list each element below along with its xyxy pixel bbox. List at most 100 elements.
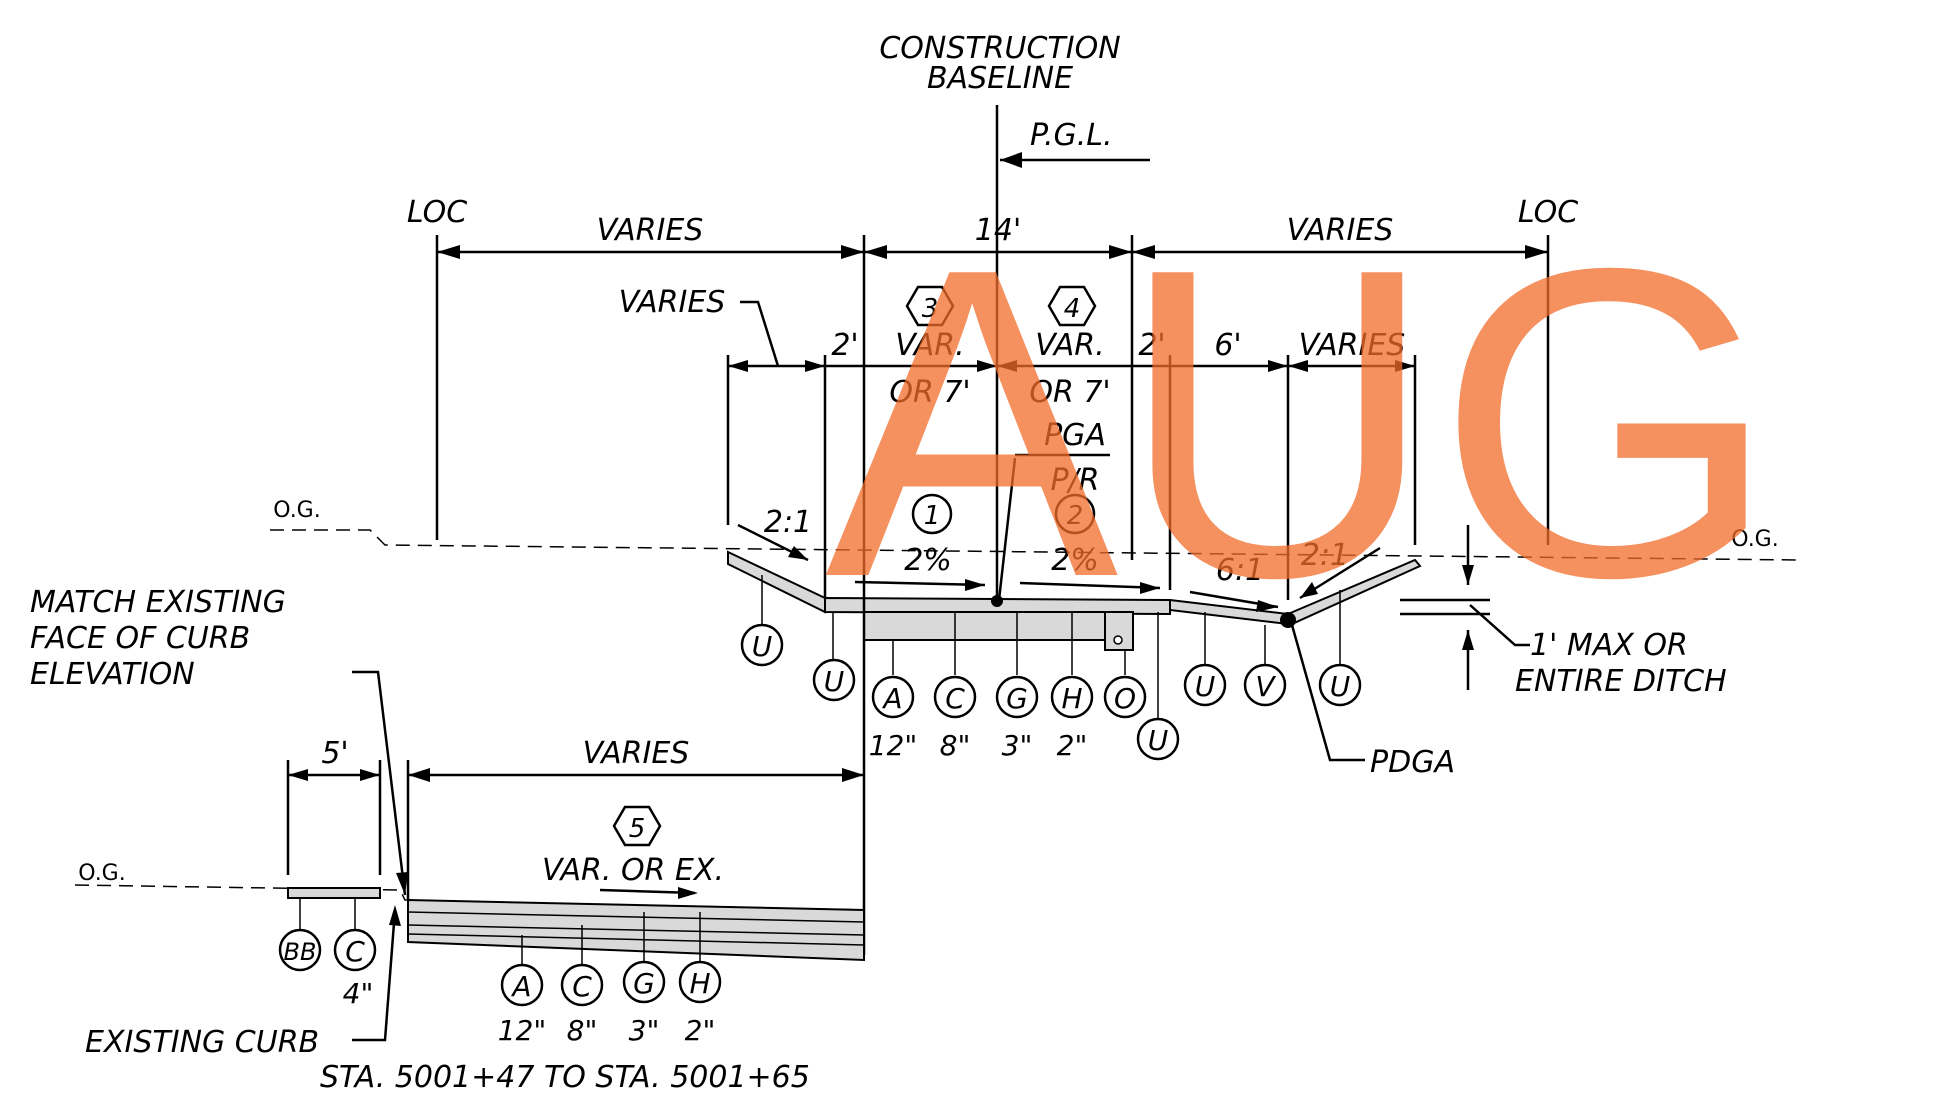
thickness-lower-12: 12" (498, 1014, 547, 1047)
arrow (1132, 245, 1155, 259)
pga-point (991, 595, 1003, 607)
varies-lower: VARIES (583, 736, 690, 771)
thickness-lower-8: 8" (567, 1014, 598, 1047)
pdga-callout: PDGA (1290, 624, 1455, 780)
bubble-o: O (1103, 675, 1147, 719)
layer-line (407, 933, 865, 946)
arrow (396, 872, 408, 895)
thickness-lower-2: 2" (685, 1014, 716, 1047)
svg-text:O: O (1114, 682, 1136, 715)
pr-label: P/R (1050, 463, 1099, 498)
arrow (977, 360, 997, 372)
loc-lines: LOC LOC (407, 195, 1578, 545)
varies-right: VARIES (1299, 328, 1406, 363)
og-upper-line (270, 529, 1801, 561)
original-ground: O.G. O.G. O.G. (74, 498, 1801, 911)
pdga-leader (1290, 624, 1365, 762)
arrow (788, 546, 808, 560)
arrow (1268, 360, 1288, 372)
bubble-h-lower: H (678, 960, 722, 1004)
watermark: AUG (825, 178, 1778, 669)
thickness-3: 3" (1002, 729, 1033, 762)
arrow (965, 579, 985, 591)
arrow (841, 245, 864, 259)
slope-2-1-left: 2:1 (764, 505, 812, 540)
svg-text:G: G (1006, 682, 1028, 715)
dim-14: 14' (975, 213, 1021, 248)
existing-curb-leader (352, 909, 397, 1042)
bubble-u-4: U (1183, 663, 1227, 707)
slope-arrow (854, 580, 986, 587)
arrow (1395, 360, 1415, 372)
bubble-g-lower: G (622, 960, 666, 1004)
dim-2-right: 2' (1138, 328, 1165, 363)
hex-tag-4: 4 (1047, 285, 1097, 327)
pga-pr: PGA P/R (997, 418, 1110, 601)
thickness-lower-3: 3" (629, 1014, 660, 1047)
svg-text:2: 2 (1067, 501, 1084, 531)
arrow (728, 360, 748, 372)
arrow (408, 768, 430, 782)
max-label-2: ENTIRE DITCH (1515, 664, 1727, 699)
svg-text:G: G (633, 967, 655, 1000)
og-lower-line (74, 884, 866, 911)
arrow (1109, 245, 1132, 259)
circle-tag-2: 2 (1054, 493, 1096, 535)
pdga-label: PDGA (1370, 745, 1455, 780)
svg-text:H: H (689, 967, 710, 1000)
varies-top-right: VARIES (1287, 213, 1394, 248)
dim-2-left: 2' (831, 328, 858, 363)
var-4: VAR. (1035, 328, 1104, 363)
baseline-label: BASELINE (927, 61, 1073, 96)
bubble-u-1: U (740, 623, 784, 667)
og-left-label: O.G. (273, 498, 320, 523)
arrow (288, 769, 308, 781)
var-or-ex: VAR. OR EX. (542, 853, 724, 888)
bubble-c-lower: C (560, 963, 604, 1007)
bubble-a: A (871, 675, 915, 719)
slope-2pct-b: 2% (1051, 543, 1099, 578)
svg-text:H: H (1061, 682, 1082, 715)
arrow (678, 887, 698, 899)
construction-label: CONSTRUCTION (879, 31, 1120, 66)
bubble-g: G (995, 675, 1039, 719)
layer-line (407, 911, 865, 923)
arrow (1525, 245, 1548, 259)
arrow (864, 245, 887, 259)
match-line-3: ELEVATION (30, 657, 195, 692)
max-ditch-dimension: 1' MAX OR ENTIRE DITCH (1400, 525, 1727, 699)
svg-text:3: 3 (922, 294, 939, 324)
arrow (1256, 600, 1278, 612)
arrow (997, 360, 1017, 372)
upper-roadway: 2:1 2% 2% 6:1 2:1 1 2 (727, 493, 1422, 651)
varies-leader-line (740, 300, 780, 367)
pgl-label: P.G.L. (1030, 118, 1113, 153)
thickness-8: 8" (940, 729, 971, 762)
var-3: VAR. (895, 328, 964, 363)
arrow (389, 905, 401, 926)
pga-label: PGA (1044, 418, 1106, 453)
pgl-arrow (1000, 152, 1022, 168)
arrow (437, 245, 460, 259)
match-line-2: FACE OF CURB (30, 621, 250, 656)
bubble-u-5: U (1318, 663, 1362, 707)
curb-dot (1113, 635, 1123, 645)
thickness-curb: 4" (343, 977, 374, 1010)
svg-text:A: A (881, 682, 902, 715)
og-right-label: O.G. (1731, 527, 1778, 552)
dim-5: 5' (321, 736, 348, 771)
max-leader (1469, 604, 1530, 647)
hex-tag-5: 5 (612, 805, 662, 847)
bubble-u-2: U (812, 658, 856, 702)
svg-text:4: 4 (1064, 294, 1081, 324)
layer-line (407, 924, 865, 936)
svg-text:U: U (824, 665, 845, 698)
svg-text:C: C (572, 970, 592, 1003)
bubble-bb: BB (278, 928, 322, 972)
svg-text:V: V (1255, 670, 1276, 703)
dim-6: 6' (1214, 328, 1241, 363)
station-label: STA. 5001+47 TO STA. 5001+65 (320, 1060, 810, 1094)
second-dimension: VARIES 2' VAR. OR 7' VAR. OR 7' 2' 6' VA… (619, 285, 1417, 600)
pga-leader (997, 457, 1017, 601)
